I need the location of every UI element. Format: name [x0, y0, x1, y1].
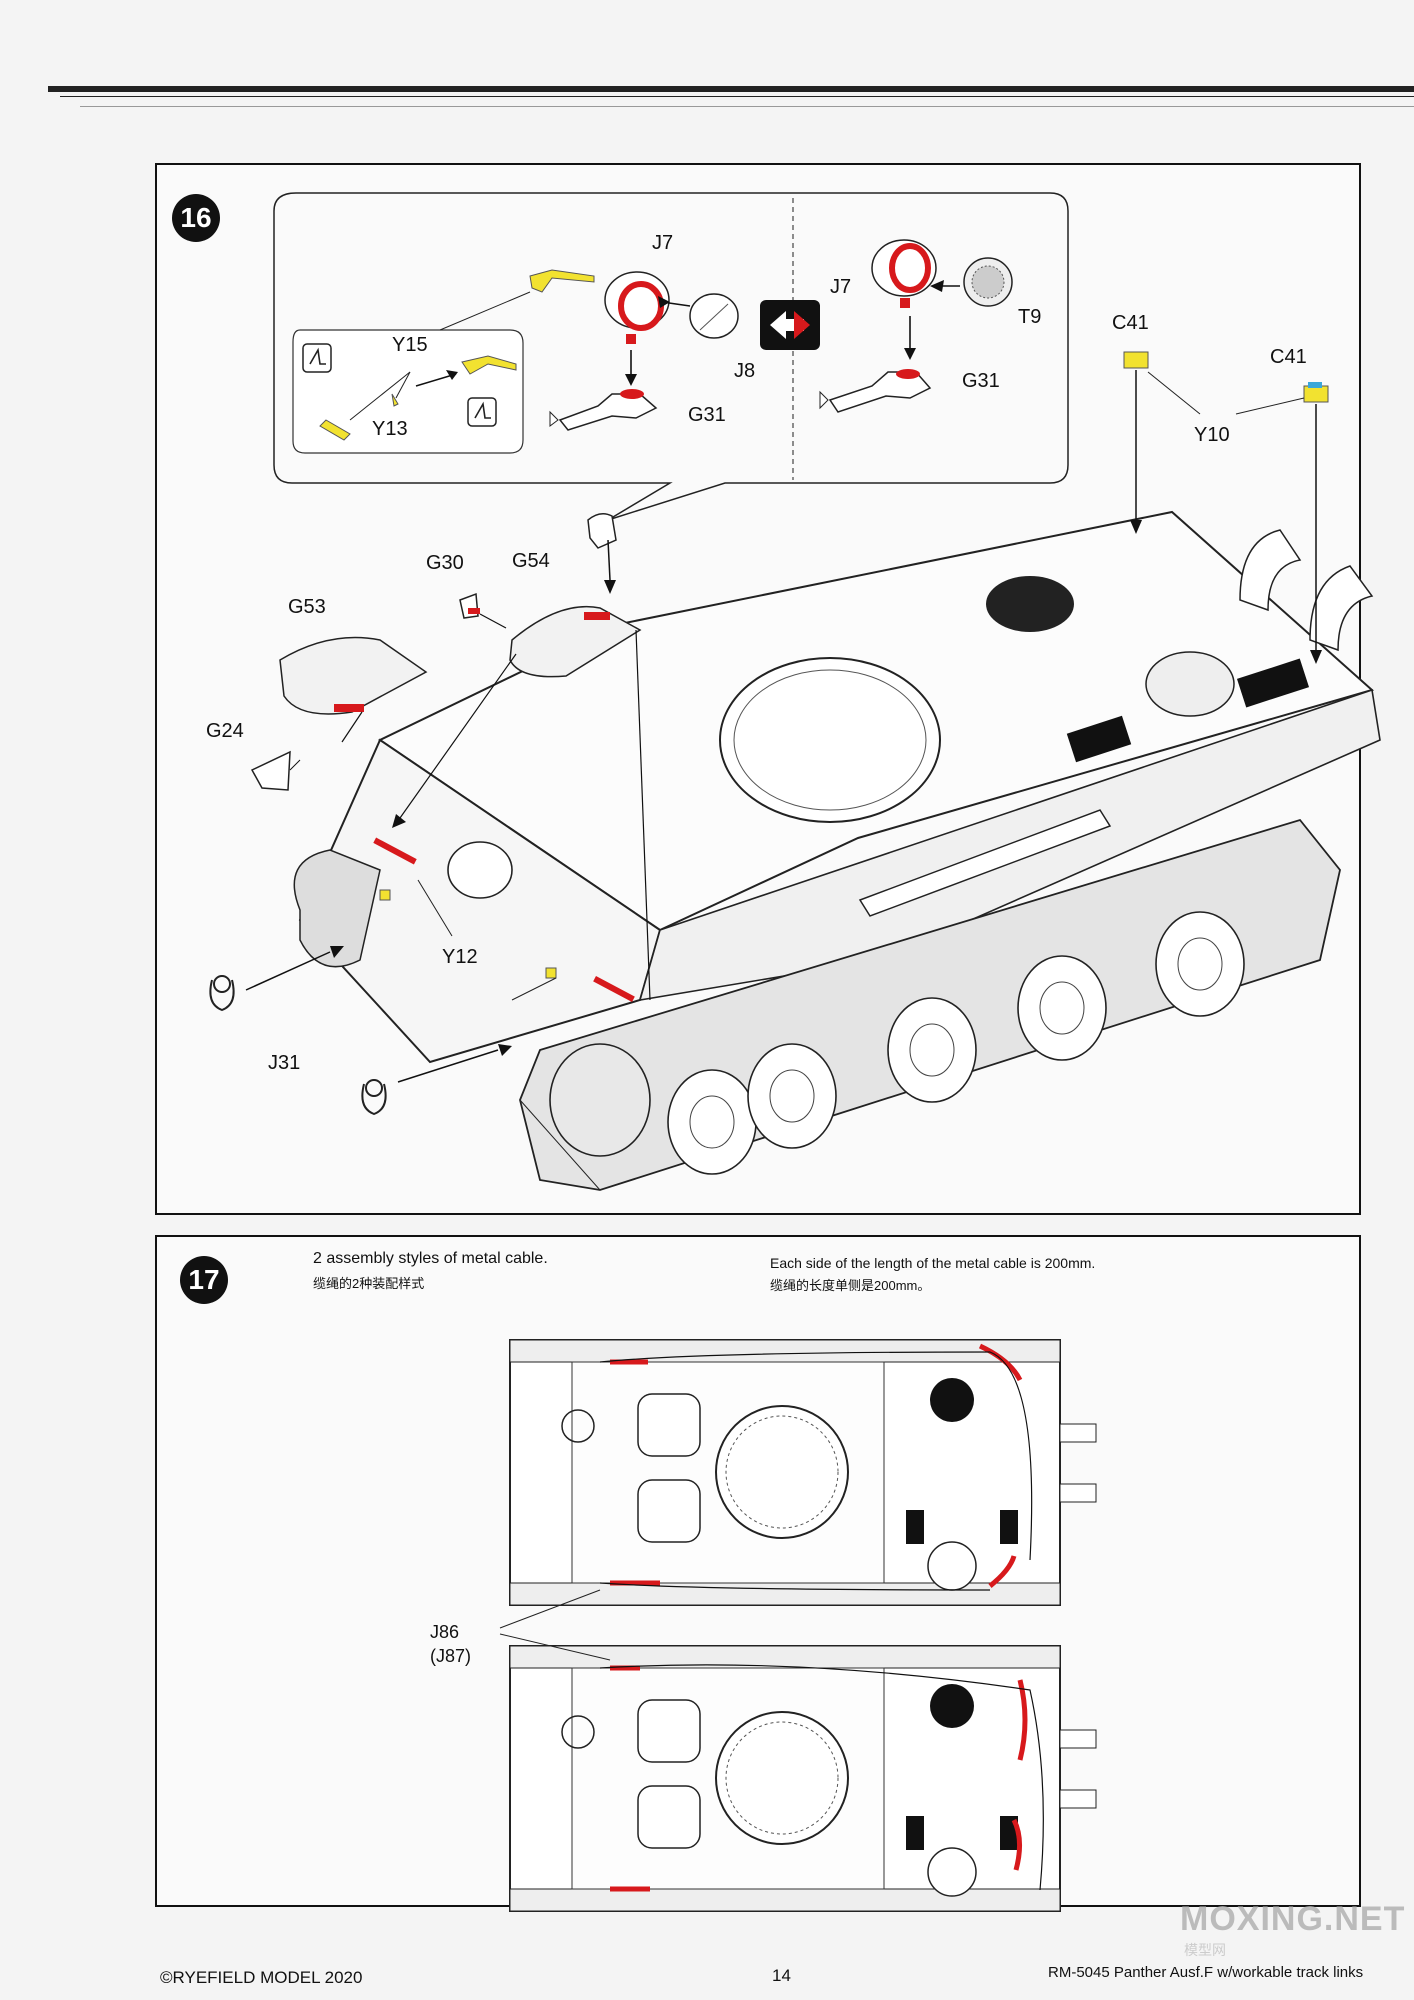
step-17-note-right-cn: 缆绳的长度单侧是200mm。 [770, 1278, 931, 1293]
label-j7-right: J7 [830, 276, 852, 298]
label-j8: J8 [734, 360, 756, 382]
header-rule-thin-2 [80, 106, 1414, 107]
part-g54 [509, 605, 642, 678]
part-g53 [279, 636, 428, 715]
label-g24: G24 [206, 720, 244, 742]
glue-icon-top [302, 343, 332, 373]
label-y12: Y12 [442, 946, 478, 968]
step-17-note-right-en: Each side of the length of the metal cab… [770, 1255, 1096, 1271]
part-c41-left [1123, 351, 1149, 369]
label-j7-left: J7 [652, 232, 674, 254]
part-y12-b [545, 967, 557, 979]
part-y12-a [379, 889, 391, 901]
footer-page-number: 14 [772, 1966, 791, 1985]
label-g31-right: G31 [962, 370, 1000, 392]
g31-right-mount [828, 371, 932, 413]
tow-shackle-j31-upper [209, 975, 235, 1012]
step-17-note-left-en: 2 assembly styles of metal cable. [313, 1250, 548, 1267]
track-front-left [293, 849, 381, 968]
header-rule-thick [48, 86, 1414, 92]
tow-shackle-j31-lower [361, 1079, 387, 1116]
engine-fan-right [1145, 651, 1235, 717]
glue-icon-bottom [467, 397, 497, 427]
turret-ring [719, 657, 941, 823]
header-rule-thin [60, 96, 1414, 97]
label-y13: Y13 [372, 418, 408, 440]
engine-grille-2 [1236, 658, 1310, 708]
label-j31: J31 [268, 1052, 301, 1074]
engine-fan-left [986, 576, 1074, 632]
hull-tube [858, 809, 1112, 917]
footer-product: RM-5045 Panther Ausf.F w/workable track … [1048, 1964, 1364, 1981]
headlight-part [587, 513, 617, 549]
label-y15: Y15 [392, 334, 428, 356]
j7-right-cylinder [871, 239, 937, 297]
label-g30: G30 [426, 552, 464, 574]
label-g53: G53 [288, 596, 326, 618]
road-wheels [667, 911, 1245, 1175]
label-j86: J86 [430, 1622, 460, 1642]
glacis-cable-coil [447, 841, 513, 899]
watermark-sub: 模型网 [1184, 1942, 1226, 1958]
g31-left-mount [558, 393, 658, 431]
part-g24 [250, 750, 291, 791]
label-t9: T9 [1018, 306, 1042, 328]
footer-copyright: ©RYEFIELD MODEL 2020 [160, 1968, 363, 1987]
label-g54: G54 [512, 550, 550, 572]
yellow-part-y13 [319, 419, 351, 441]
label-c41-right: C41 [1270, 346, 1307, 368]
watermark: MOXING.NET [1180, 1900, 1406, 1938]
step-17-badge: 17 [180, 1256, 228, 1304]
yellow-part-y15 [461, 355, 517, 375]
yellow-part-top [529, 269, 595, 293]
label-g31-left: G31 [688, 404, 726, 426]
exhaust-left [1239, 529, 1302, 612]
step-16-badge: 16 [172, 194, 220, 242]
label-c41-left: C41 [1112, 312, 1149, 334]
j8-cap [689, 293, 739, 339]
drive-sprocket [549, 1043, 651, 1157]
label-j87: (J87) [430, 1646, 472, 1666]
exhaust-right [1309, 565, 1374, 652]
label-y10: Y10 [1194, 424, 1230, 446]
step-17-note-left-cn: 缆绳的2种装配样式 [313, 1276, 425, 1291]
top-view-tank-a [509, 1339, 1097, 1606]
top-view-tank-b [509, 1645, 1097, 1912]
engine-grille-1 [1066, 715, 1132, 763]
